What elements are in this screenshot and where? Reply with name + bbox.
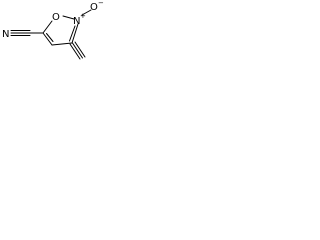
molecule-drawing: N O N + O − (2, 0, 104, 60)
n2-c3-bond (71, 23, 79, 44)
ring-oxygen-label: O (52, 12, 60, 23)
n2-c3-bond-inner (69, 25, 76, 42)
n-oxide-bond (81, 9, 92, 16)
c4-c5-bond (42, 32, 53, 46)
c3-c4-bond (51, 42, 73, 46)
n-oxide-oxygen-charge: − (98, 0, 104, 7)
structure-canvas: N O N + O − (0, 0, 111, 69)
c4-c5-bond-inner (46, 33, 54, 42)
n-oxide-oxygen-label: O (90, 2, 98, 13)
ethynyl-bond-2 (72, 42, 83, 59)
o1-n2-bond (62, 15, 75, 20)
ethynyl-bond-1 (69, 43, 81, 60)
ring-nitrogen-label: N (73, 16, 80, 27)
ring-nitrogen-charge: + (80, 12, 86, 20)
c5-o1-bond (42, 20, 53, 34)
nitrile-nitrogen-label: N (2, 29, 9, 40)
ethynyl-bond-3 (74, 41, 86, 58)
